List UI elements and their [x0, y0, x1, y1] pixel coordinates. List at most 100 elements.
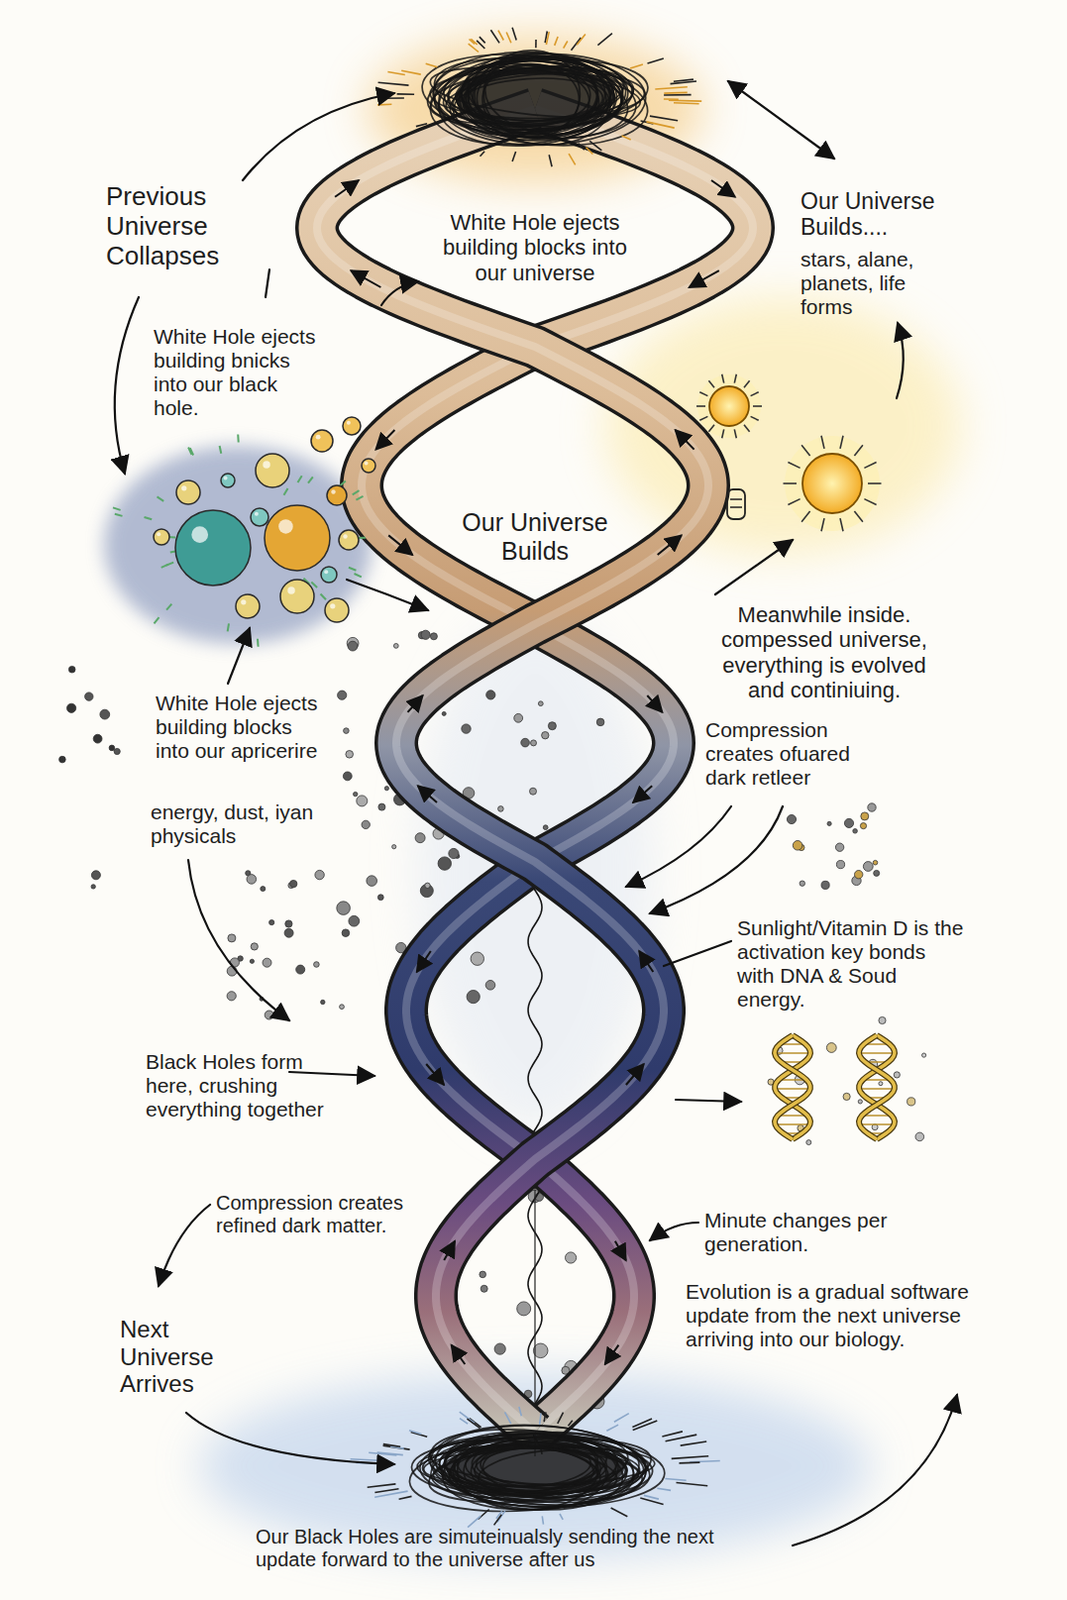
particle-dot	[547, 722, 556, 731]
particle-dot	[537, 701, 543, 707]
particle-dot	[226, 991, 236, 1001]
annotation-label: Minute changes per generation.	[704, 1208, 903, 1257]
particle-dot	[264, 1010, 274, 1020]
label-holder: stars, alane, planets, life forms	[800, 247, 945, 320]
energy-dash	[112, 507, 121, 511]
hole-ray	[543, 1411, 546, 1422]
dna-strand	[774, 1035, 811, 1140]
label-holder: Sunlight/Vitamin D is the activation key…	[737, 916, 965, 1013]
flow-arrow	[633, 785, 652, 803]
hole-ray	[680, 1441, 708, 1446]
particle-dot	[806, 1140, 812, 1146]
particle-dot	[353, 791, 358, 796]
sun-ray	[863, 462, 876, 469]
particle-dot	[91, 884, 96, 889]
building-block-sphere	[153, 529, 170, 545]
particle-dot	[393, 643, 399, 649]
particle-dot	[792, 841, 803, 852]
sun-disc	[709, 386, 749, 427]
particle-dot	[343, 728, 350, 735]
dna-rung	[858, 1052, 895, 1055]
sun-ray	[801, 511, 811, 523]
hole-ray	[654, 87, 688, 90]
building-block-sphere	[220, 473, 235, 488]
hole-ray	[649, 115, 678, 121]
flow-arrow	[426, 1064, 444, 1085]
particle-dot	[859, 823, 866, 830]
hole-ray	[426, 63, 438, 68]
hole-ray	[397, 93, 416, 96]
hole-ray	[646, 121, 675, 128]
hole-ray	[647, 58, 664, 64]
hole-ray	[554, 36, 558, 46]
sun-glow	[697, 374, 761, 438]
hole-ray	[467, 1515, 481, 1528]
flow-arrow	[350, 270, 381, 288]
annotation-label: Our Universe Builds	[450, 508, 620, 566]
label-holder: Our Black Holes are simuteinualsly sendi…	[255, 1525, 771, 1572]
sun-ray	[867, 482, 882, 485]
building-block-sphere	[320, 566, 337, 583]
hole-scribble	[429, 48, 652, 155]
energy-dash	[256, 639, 260, 647]
hole-ray	[494, 1514, 503, 1526]
particle-dot	[348, 915, 360, 927]
hole-ray	[470, 38, 477, 45]
sun-ray	[853, 511, 863, 523]
label-holder: Our Universe Builds....	[800, 188, 969, 241]
particle-dot	[345, 750, 354, 759]
particle-dot	[835, 843, 844, 852]
flow-arrow	[417, 951, 431, 972]
double-helix	[317, 108, 753, 1457]
particle-dot	[320, 999, 325, 1004]
particle-dot	[893, 1071, 900, 1078]
hole-scribble	[426, 48, 633, 154]
energy-dash	[298, 475, 303, 483]
energy-dash	[114, 514, 123, 517]
sphere-highlight	[287, 586, 295, 594]
particle-dot	[521, 738, 531, 747]
hole-ray	[383, 1444, 401, 1448]
energy-dash	[227, 623, 229, 632]
particle-dot	[867, 803, 876, 812]
hole-ray	[664, 1479, 686, 1482]
sun-ray	[750, 392, 759, 397]
particle-dot	[113, 747, 120, 754]
hole-ray	[378, 82, 410, 86]
energy-dash	[219, 445, 222, 454]
particle-dot	[262, 958, 272, 967]
particle-dot	[485, 980, 496, 991]
sphere-highlight	[240, 599, 246, 605]
sun-ray	[722, 428, 725, 438]
particle-dot	[844, 818, 854, 828]
particle-dot	[425, 882, 430, 888]
energy-dash	[166, 562, 174, 566]
building-block-sphere	[338, 530, 359, 550]
hole-scribble	[427, 1425, 632, 1507]
sun-ray	[699, 392, 708, 397]
flow-arrow	[711, 180, 736, 198]
flow-arrow	[646, 695, 662, 713]
particle-dot	[421, 630, 430, 640]
energy-dash	[236, 434, 240, 443]
particle-dot	[441, 711, 446, 716]
hole-ray	[606, 1424, 619, 1431]
hole-ray	[459, 1411, 475, 1423]
particle-dot	[466, 990, 480, 1004]
building-block-sphere	[280, 579, 315, 614]
hole-ray	[656, 1488, 671, 1491]
sun-ray	[821, 518, 825, 532]
hole-ray	[586, 147, 594, 155]
particle-dot	[498, 806, 505, 813]
hole-ray	[571, 37, 582, 51]
label-holder: Next Universe Arrives	[119, 1315, 249, 1398]
particle-dot	[860, 812, 869, 821]
particle-dot	[786, 814, 796, 824]
dna-strand	[858, 1035, 895, 1140]
particle-dot	[108, 745, 115, 751]
label-holder: Black Holes form here, crushing everythi…	[145, 1050, 329, 1122]
hole-ray	[557, 1412, 564, 1424]
label-holder: White Hole ejects building bnicks into o…	[153, 324, 327, 422]
building-block-cluster	[112, 417, 376, 647]
flow-arrow	[657, 534, 682, 555]
